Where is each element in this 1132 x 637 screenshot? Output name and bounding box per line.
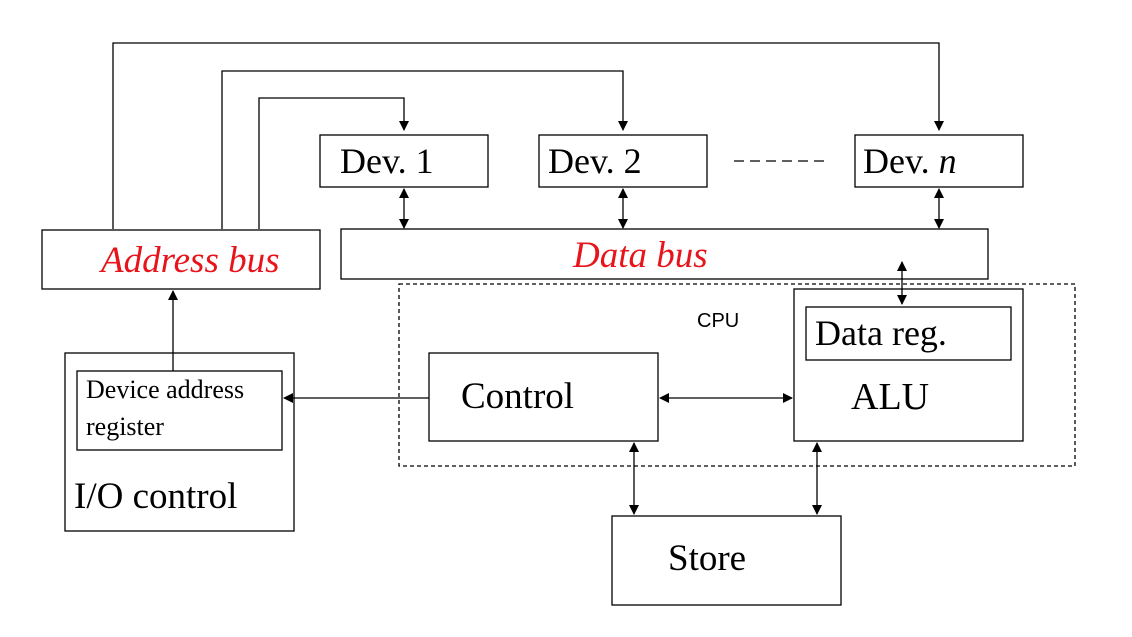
dev1-label: Dev. 1	[340, 143, 434, 179]
dev1-id: 1	[415, 141, 434, 181]
dev2-prefix: Dev.	[548, 141, 615, 181]
io-control-label: I/O control	[74, 476, 238, 517]
device-address-register-line1: Device address	[86, 375, 245, 404]
alu-label: ALU	[851, 376, 930, 418]
store-label: Store	[668, 538, 747, 579]
address-bus-label: Address bus	[101, 240, 280, 281]
devn-prefix: Dev.	[863, 141, 930, 181]
cpu-label: CPU	[697, 310, 740, 332]
cpu-boundary	[398, 283, 1076, 467]
device-address-register-line2: register	[86, 412, 164, 441]
data-reg-box	[805, 306, 1012, 361]
devn-id: n	[938, 141, 957, 181]
dev2-label: Dev. 2	[548, 143, 642, 179]
device-address-register-box	[76, 370, 283, 451]
devn-label: Dev. n	[863, 143, 957, 179]
io-control-box	[64, 352, 295, 532]
control-box	[428, 352, 659, 442]
address-line-devn	[112, 42, 944, 229]
dev2-box	[538, 134, 708, 188]
data-bus-label: Data bus	[573, 235, 708, 276]
dev1-box	[319, 134, 489, 188]
address-line-dev2	[221, 70, 628, 229]
alu-box	[793, 288, 1024, 442]
address-bus-box	[41, 229, 321, 290]
devn-box	[854, 134, 1024, 188]
data-bus-box	[340, 228, 989, 280]
address-line-dev1	[258, 97, 409, 229]
dev2-id: 2	[623, 141, 642, 181]
dev1-prefix: Dev.	[340, 141, 407, 181]
store-box	[611, 515, 842, 606]
data-reg-label: Data reg.	[815, 313, 947, 353]
control-label: Control	[461, 376, 575, 417]
